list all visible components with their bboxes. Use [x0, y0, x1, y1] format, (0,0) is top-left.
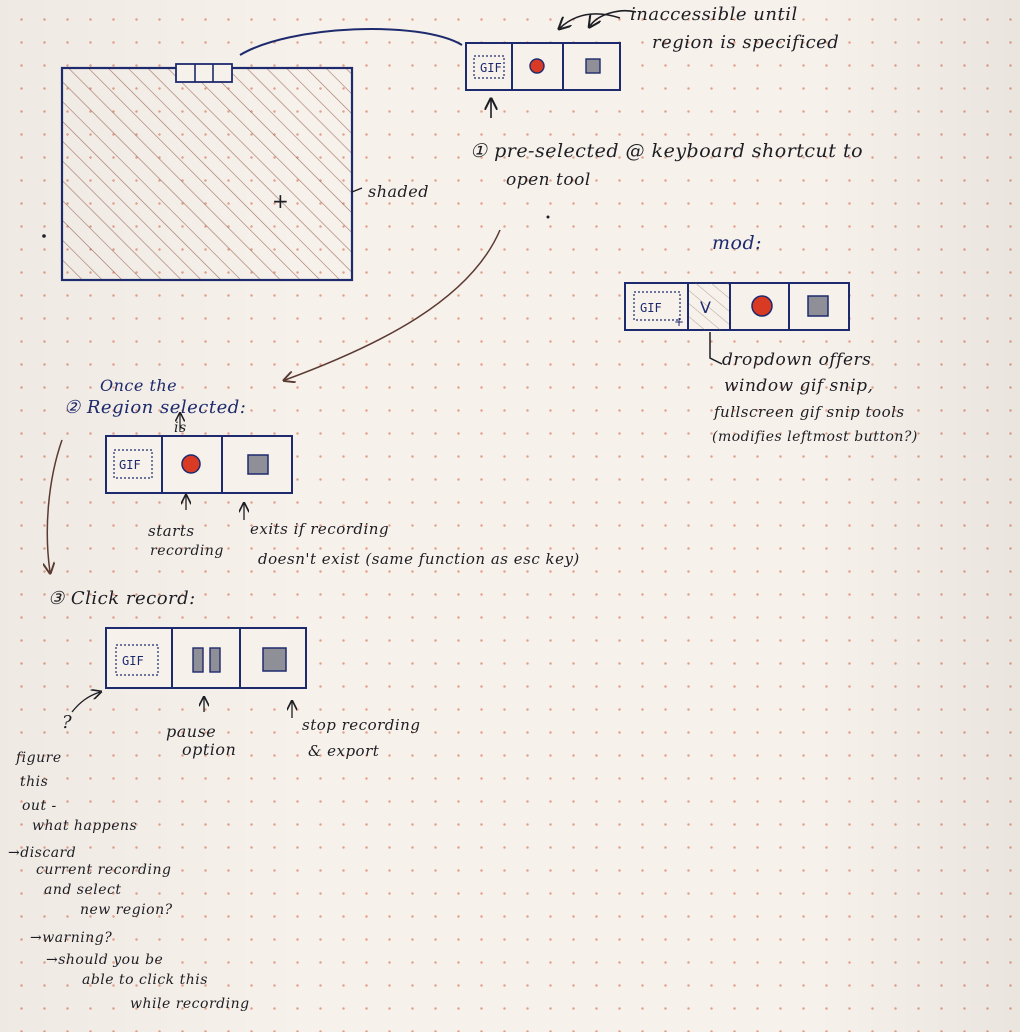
figure-note-line5: →discard [8, 845, 77, 861]
inaccessible-note-line1: inaccessible until [630, 4, 798, 25]
toolbar-region-selected: GIF [105, 435, 293, 494]
gif-icon-label: GIF [122, 654, 144, 668]
stop-icon [807, 295, 829, 317]
pause-note-line2: option [182, 740, 237, 759]
step2-is-note: is [174, 420, 187, 436]
inaccessible-note-line2: region is specificed [652, 32, 840, 53]
flow-arrow-1 [285, 229, 501, 380]
figure-note-line10: →should you be [46, 952, 164, 968]
figure-note-line8: new region? [80, 902, 173, 918]
shaded-note: shaded [368, 182, 430, 201]
starts-note-line2: recording [150, 543, 224, 559]
shaded-pointer [351, 187, 363, 193]
stop-icon [585, 58, 601, 74]
mod-title: mod: [712, 232, 763, 254]
gif-icon-label: GIF [480, 61, 502, 75]
shaded-screen-region: + [60, 63, 354, 282]
figure-note-line3: out - [22, 798, 57, 814]
exits-note-line2: doesn't exist (same function as esc key) [258, 550, 580, 568]
figure-note-line1: figure [16, 750, 62, 766]
stop-note-line2: & export [308, 742, 380, 760]
step2-note-line1: Once the [100, 376, 178, 395]
toolbar-mod: GIF + V [624, 282, 850, 331]
stop-icon [247, 454, 269, 475]
stop-icon [262, 647, 287, 672]
dropdown-note-pointer [709, 332, 723, 365]
stop-note-line1: stop recording [302, 716, 421, 734]
figure-note-line6: current recording [36, 862, 172, 878]
figure-note-line4: what happens [32, 818, 138, 834]
pause-note-line1: pause [166, 722, 217, 741]
gif-icon-label: GIF [640, 301, 662, 315]
exits-note-line1: exits if recording [250, 520, 390, 538]
step3-title: ③ Click record: [48, 588, 196, 609]
question-mark: ? [62, 712, 73, 733]
ink-dot [546, 215, 550, 219]
starts-note-line1: starts [148, 522, 195, 540]
gif-question-arrow [71, 692, 100, 713]
dropdown-note-line3: fullscreen gif snip tools [714, 403, 905, 421]
figure-note-line2: this [20, 774, 49, 790]
record-icon [751, 295, 773, 317]
figure-note-line9: →warning? [30, 930, 113, 946]
plus-icon: + [674, 315, 684, 329]
toolbar-initial: GIF [465, 42, 621, 91]
crosshair-icon: + [272, 189, 289, 213]
gif-icon-label: GIF [119, 458, 141, 472]
dropdown-chevron-label: V [700, 298, 711, 317]
step2-title: ② Region selected: [64, 397, 247, 418]
step1-note-line1: ① pre-selected @ keyboard shortcut to [470, 140, 864, 162]
record-icon [181, 454, 201, 474]
toolbar-recording: GIF [105, 627, 307, 689]
dropdown-note-line4: (modifies leftmost button?) [712, 429, 918, 445]
flow-arrow-2 [47, 439, 63, 572]
connector-line [239, 27, 463, 56]
figure-note-line12: while recording [130, 996, 250, 1012]
inaccessible-arrow-1 [560, 13, 621, 28]
record-icon [529, 58, 545, 74]
step1-note-line2: open tool [506, 170, 591, 190]
dropdown-note-line1: dropdown offers [722, 350, 872, 370]
inaccessible-arrow-2 [590, 10, 637, 26]
figure-note-line7: and select [44, 882, 122, 898]
ink-dot [42, 234, 46, 238]
pause-icon [192, 647, 221, 673]
figure-note-line11: able to click this [82, 972, 208, 988]
dropdown-note-line2: window gif snip, [724, 376, 874, 396]
